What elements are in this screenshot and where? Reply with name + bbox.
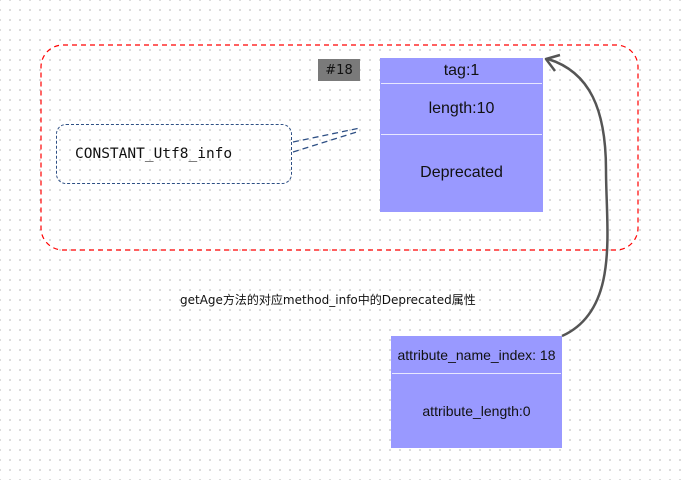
constant-connector-lower [292,130,361,153]
tag-field: tag:1 [381,59,542,84]
attribute-name-index-text: attribute_name_index: 18 [397,347,556,363]
constant-group-boundary [40,44,639,251]
constant-utf8-struct: tag:1 length:10 Deprecated [380,58,543,212]
name-index-reference-arrow [547,57,609,338]
caption-text: getAge方法的对应method_info中的Deprecated属性 [180,293,476,307]
constant-connector-upper [292,127,361,143]
attribute-length-text: attribute_length:0 [422,402,531,419]
attribute-name-index-field: attribute_name_index: 18 [392,337,561,374]
constant-pool-index-text: #18 [325,62,353,78]
constant-utf8-info-label: CONSTANT_Utf8_info [56,124,292,184]
reference-arrowhead [544,53,561,72]
length-field: length:10 [381,84,542,135]
tag-field-text: tag:1 [443,62,480,79]
bytes-value-text: Deprecated [420,164,503,181]
diagram-caption: getAge方法的对应method_info中的Deprecated属性 [180,291,560,308]
constant-type-text: CONSTANT_Utf8_info [75,146,233,162]
length-field-text: length:10 [428,100,495,117]
attribute-length-field: attribute_length:0 [392,374,561,447]
deprecated-attribute-struct: attribute_name_index: 18 attribute_lengt… [391,336,562,448]
constant-pool-index-badge: #18 [318,59,360,81]
bytes-value-field: Deprecated [381,135,542,211]
